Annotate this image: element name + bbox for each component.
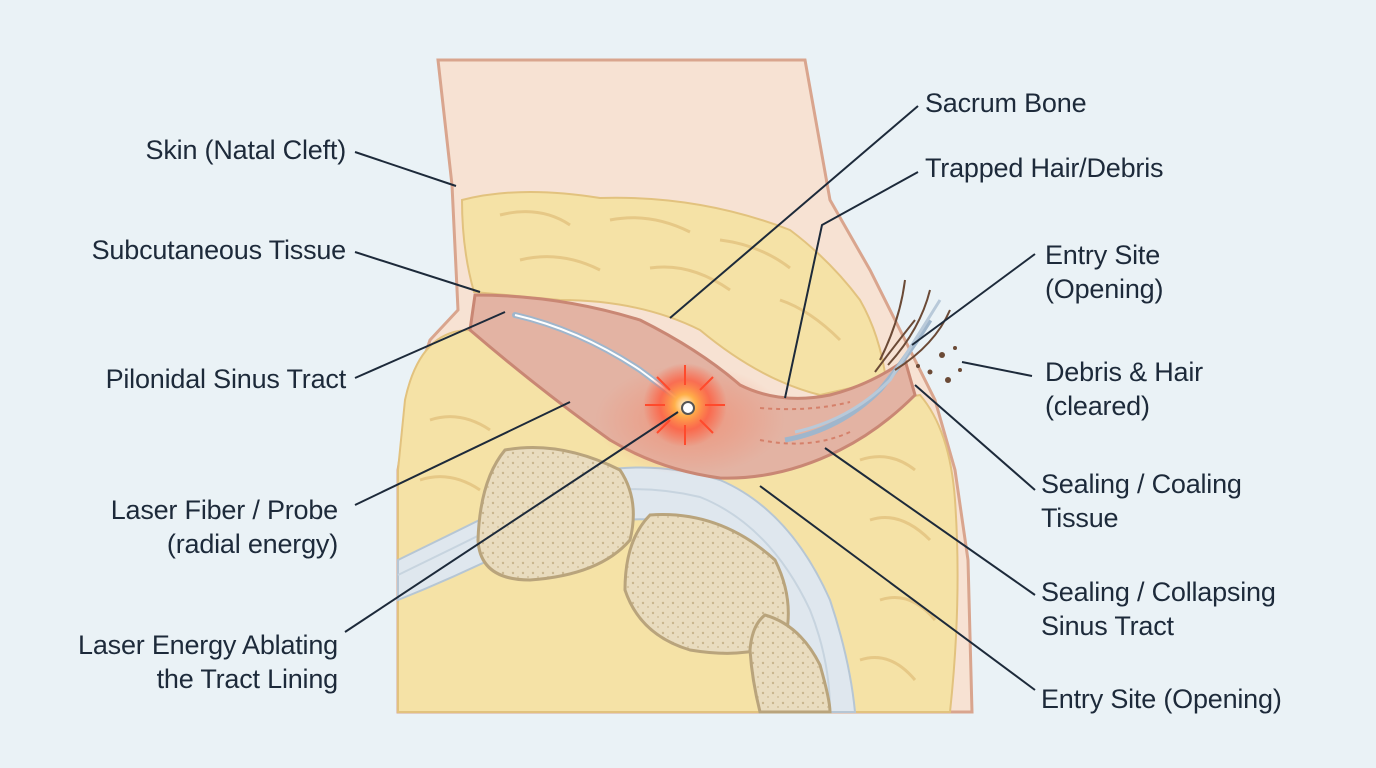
label-pilonidal-sinus-tract: Pilonidal Sinus Tract [105,364,347,394]
label-sealing-collapsing-sinus-tract: Sealing / Collapsing Sinus Tract [1041,577,1276,641]
sacrum-segment-1 [476,446,635,582]
label-laser-fiber-probe: Laser Fiber / Probe (radial energy) [110,495,339,559]
label-laser-energy-ablating: Laser Energy Ablating the Tract Lining [78,630,338,694]
label-subcutaneous-tissue: Subcutaneous Tissue [91,235,347,265]
label-entry-site-opening-top: Entry Site (Opening) [1045,240,1164,304]
upper-fat-tissue [460,191,888,397]
label-entry-site-opening-bottom: Entry Site (Opening) [1041,684,1282,714]
label-sacrum-bone: Sacrum Bone [925,88,1087,118]
label-sealing-coaling-tissue: Sealing / Coaling Tissue [1041,469,1242,533]
leader-lines [344,105,1036,691]
label-debris-hair-cleared: Debris & Hair (cleared) [1045,357,1203,421]
label-trapped-hair-debris: Trapped Hair/Debris [925,153,1164,183]
sacrum-segment-3 [748,613,832,714]
hair-debris [874,279,951,373]
label-skin-natal-cleft: Skin (Natal Cleft) [145,135,347,165]
